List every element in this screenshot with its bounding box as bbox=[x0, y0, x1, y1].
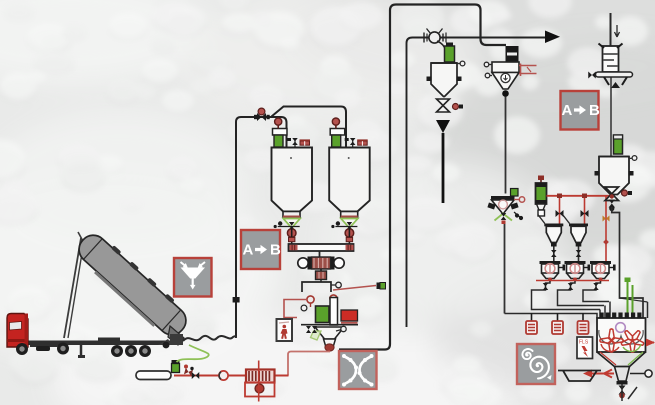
svg-text:FLS: FLS bbox=[579, 340, 589, 346]
svg-text:A: A bbox=[243, 242, 254, 259]
svg-text:B: B bbox=[270, 242, 281, 259]
svg-text:A: A bbox=[562, 102, 573, 119]
svg-text:B: B bbox=[589, 102, 600, 119]
